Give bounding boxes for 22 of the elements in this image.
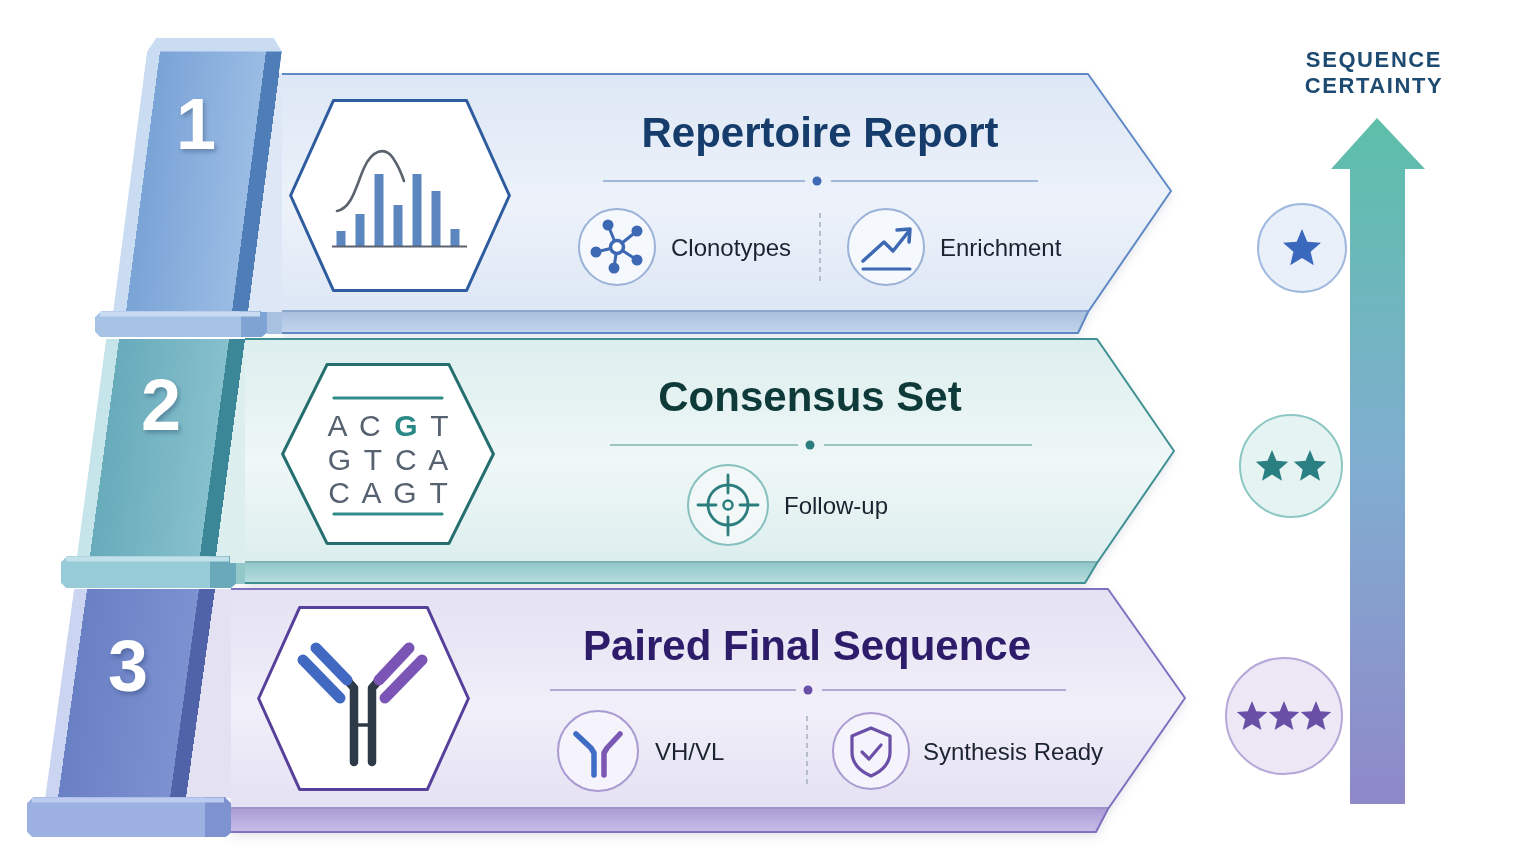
- item-label: Synthesis Ready: [923, 737, 1104, 767]
- number-pillar: [95, 38, 282, 337]
- axis-label: SEQUENCE CERTAINTY: [1303, 47, 1445, 99]
- number-pillar: [27, 589, 231, 837]
- banner-title: Paired Final Sequence: [582, 621, 1032, 671]
- hexagon-frame: [256, 605, 470, 791]
- sequence-letters: A C G T G T C A C A G T: [327, 408, 449, 510]
- step-banner: [231, 588, 1188, 834]
- item-label: Follow-up: [784, 491, 889, 521]
- banner-title: Consensus Set: [658, 372, 962, 422]
- number-pillar: [61, 339, 245, 588]
- item-label: Clonotypes: [671, 233, 792, 263]
- banner-title: Repertoire Report: [641, 108, 999, 158]
- step-number: 2: [141, 369, 181, 441]
- hexagon-frame: [281, 363, 495, 545]
- step-number: 1: [176, 88, 216, 160]
- item-label: Enrichment: [940, 233, 1062, 263]
- step-banner: [245, 338, 1177, 585]
- step-number: 3: [108, 630, 148, 702]
- hexagon-frame: [289, 98, 511, 292]
- item-label: VH/VL: [655, 737, 725, 767]
- step-banner: [282, 73, 1174, 335]
